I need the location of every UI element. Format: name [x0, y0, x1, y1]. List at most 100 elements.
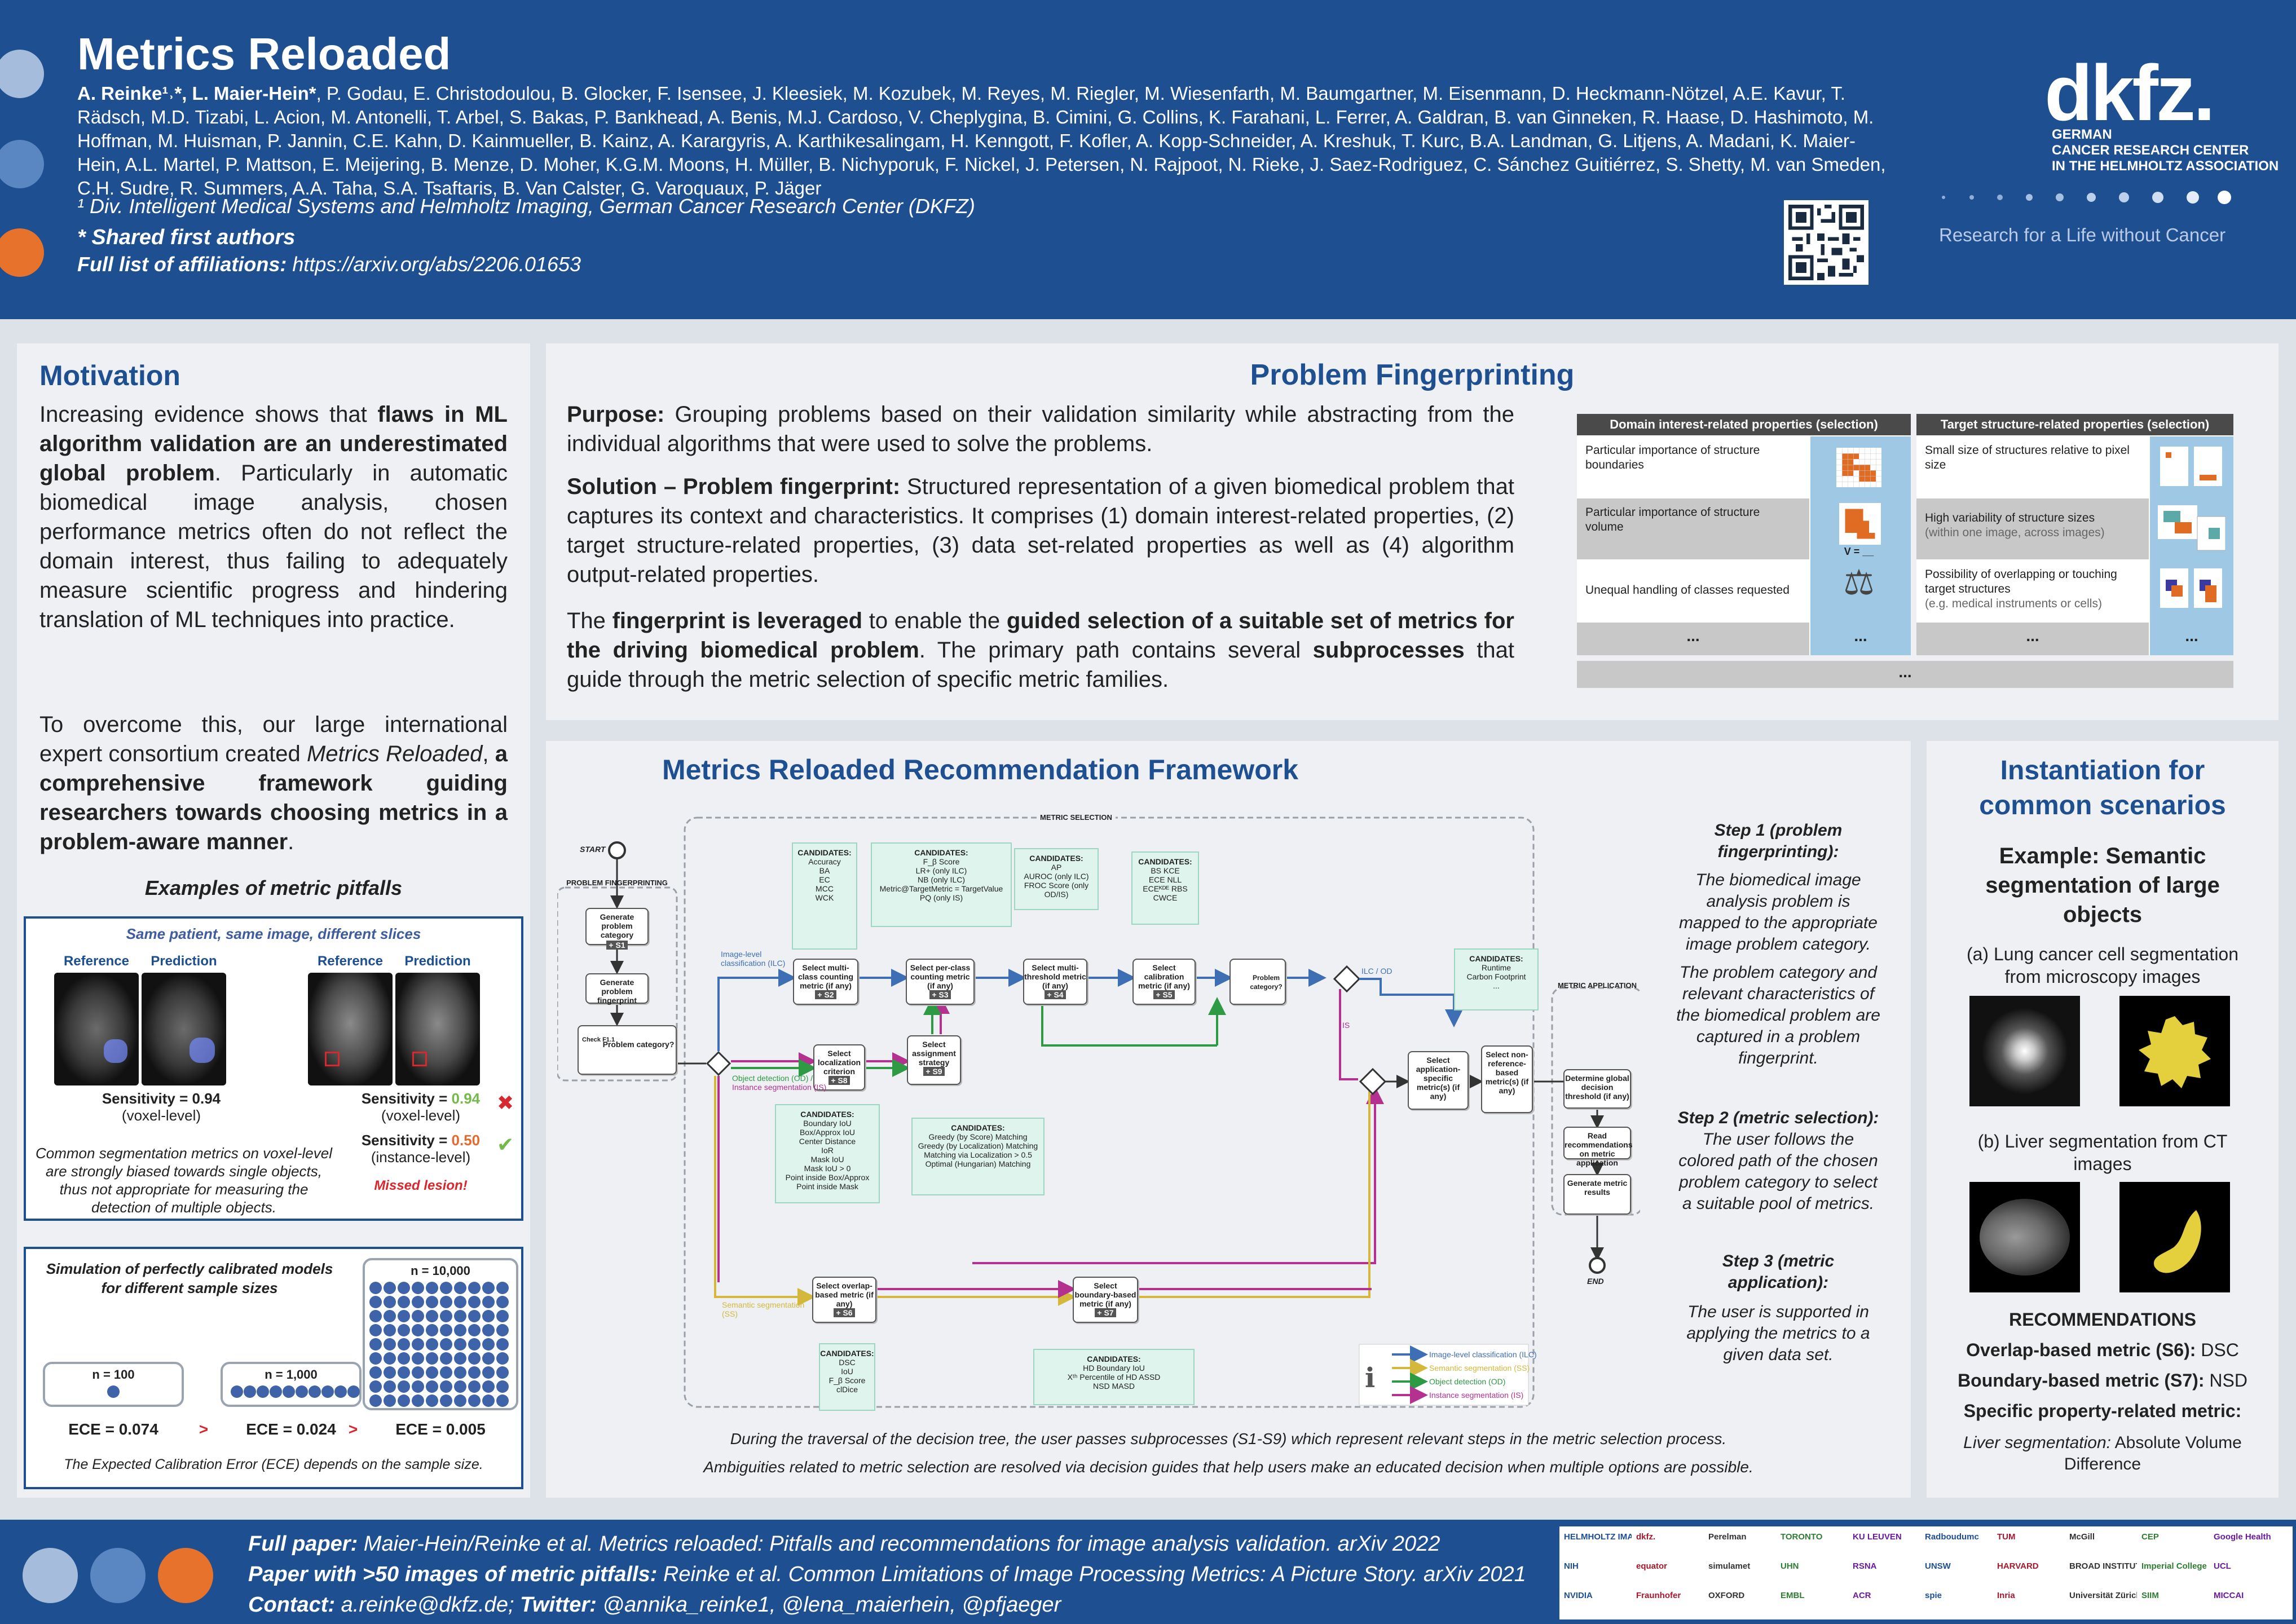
pitfall-calibration-sample-size: Simulation of perfectly calibrated model…: [24, 1247, 523, 1489]
edge-label-is-short: IS: [1342, 1021, 1350, 1030]
sample-size-100: n = 100: [92, 1367, 135, 1382]
partner-logo: RSNA: [1853, 1561, 1877, 1571]
s4-node[interactable]: Select multi-threshold metric (if any)+ …: [1023, 959, 1087, 1005]
sample-dot: [412, 1296, 424, 1308]
target-row-4: [1916, 623, 2149, 655]
sample-dots-1000: [231, 1385, 360, 1398]
sample-dot: [412, 1282, 424, 1294]
sample-dot: [482, 1296, 495, 1308]
generate-fingerprint-node[interactable]: Generate problem fingerprint: [585, 973, 649, 1005]
sensitivity-voxel-right: Sensitivity = 0.94: [361, 1090, 481, 1107]
edge-label-ss: Semantic segmentation (SS): [722, 1300, 805, 1318]
sensitivity-instance: Sensitivity = 0.50: [361, 1132, 481, 1149]
legend-box: [1359, 1344, 1529, 1406]
small-structure-icon: [2160, 447, 2222, 486]
sample-dot: [454, 1352, 466, 1365]
recommendation-boundary: Boundary-based metric (S7): NSD: [1958, 1370, 2247, 1391]
reference-label: Reference: [63, 954, 130, 969]
s5-node[interactable]: Select calibration metric (if any)+ S5: [1132, 959, 1196, 1005]
partner-logo: BROAD INSTITUTE: [2069, 1561, 2137, 1571]
sample-dot: [496, 1310, 509, 1322]
non-reference-node[interactable]: Select non-reference-based metric(s) (if…: [1481, 1045, 1533, 1113]
sample-dot: [468, 1338, 481, 1351]
partner-logo: MICCAI: [2214, 1591, 2244, 1600]
partner-logo: UNSW: [1925, 1561, 1951, 1571]
sample-dot: [426, 1380, 438, 1393]
problem-fingerprinting-box: [557, 886, 678, 1082]
legend-ss: Semantic segmentation (SS): [1429, 1363, 1530, 1373]
sample-dot: [454, 1282, 466, 1294]
sample-dot: [384, 1296, 396, 1308]
qr-code-icon[interactable]: [1784, 200, 1868, 285]
instance-level: (instance-level): [371, 1149, 471, 1166]
ece-100: ECE = 0.074: [68, 1420, 158, 1438]
decor-circle-mid: [90, 1548, 146, 1603]
contact-info[interactable]: Contact: a.reinke@dkfz.de; Twitter: @ann…: [248, 1593, 1061, 1617]
partner-logo: NIH: [1564, 1561, 1579, 1571]
sample-dot: [398, 1352, 410, 1365]
sample-box-100: n = 100: [43, 1362, 184, 1407]
candidates-s4: CANDIDATES:AP AUROC (only ILC) FROC Scor…: [1014, 848, 1099, 910]
brain-mri-prediction-1: [142, 973, 226, 1085]
s7-node[interactable]: Select boundary-based metric (if any)+ S…: [1073, 1277, 1138, 1323]
decor-circle-orange: [0, 228, 44, 277]
s6-node[interactable]: Select overlap-based metric (if any)+ S6: [812, 1277, 876, 1323]
sample-dot: [369, 1338, 382, 1351]
picture-story-reference[interactable]: Paper with >50 images of metric pitfalls…: [248, 1563, 1526, 1586]
s2-node[interactable]: Select multi-class counting metric (if a…: [793, 959, 858, 1005]
dkfz-tagline: Research for a Life without Cancer: [1939, 224, 2226, 245]
sample-box-1000: n = 1,000: [221, 1362, 362, 1407]
candidates-s5: CANDIDATES:BS KCE ECE NLL ECEᴷᴰᴱ RBS CWC…: [1131, 851, 1199, 925]
instantiation-panel: Instantiation for common scenarios Examp…: [1927, 741, 2279, 1498]
sample-dot: [384, 1380, 396, 1393]
sample-dot: [426, 1338, 438, 1351]
sample-dot: [384, 1338, 396, 1351]
s3-node[interactable]: Select per-class counting metric (if any…: [906, 959, 975, 1005]
partner-logo: Universität Zürich: [2069, 1591, 2137, 1600]
sample-dot: [482, 1352, 495, 1365]
sample-box-10000: n = 10,000: [363, 1258, 518, 1410]
sample-dot: [440, 1380, 452, 1393]
s9-node[interactable]: Select assignment strategy+ S9: [907, 1035, 961, 1085]
sample-dot: [412, 1324, 424, 1336]
partner-logo: dkfz.: [1636, 1532, 1656, 1542]
sample-dot: [468, 1296, 481, 1308]
partner-logo: EMBL: [1781, 1591, 1805, 1600]
pitfalls-title: Examples of metric pitfalls: [144, 876, 403, 899]
affiliations-link[interactable]: Full list of affiliations: https://arxiv…: [77, 253, 581, 276]
application-specific-node[interactable]: Select application-specific metric(s) (i…: [1408, 1051, 1469, 1110]
problem-category-node[interactable]: Problem category?: [578, 1025, 677, 1075]
missed-lesion-box: [412, 1052, 427, 1066]
sample-dot: [440, 1282, 452, 1294]
problem-category-check-node[interactable]: Problem category?: [1229, 959, 1286, 1005]
generate-category-node[interactable]: Generate problem category+ S1: [585, 908, 649, 950]
legend-od: Object detection (OD): [1429, 1377, 1506, 1386]
sample-dot: [369, 1394, 382, 1407]
partner-logo: ACR: [1853, 1591, 1871, 1600]
decision-threshold-node[interactable]: Determine global decision threshold (if …: [1563, 1069, 1631, 1109]
full-paper-reference[interactable]: Full paper: Maier-Hein/Reinke et al. Met…: [248, 1532, 1440, 1556]
sample-dot: [440, 1394, 452, 1407]
sensitivity-left: Sensitivity = 0.94: [102, 1090, 221, 1107]
sample-dot: [468, 1324, 481, 1336]
s8-node[interactable]: Select localization criterion+ S8: [813, 1044, 865, 1091]
partner-logo: Fraunhofer: [1636, 1591, 1681, 1600]
end-node: [1589, 1257, 1606, 1274]
candidates-s8: CANDIDATES:Boundary IoU Box/Approx IoU C…: [775, 1104, 880, 1203]
sample-dot: [412, 1394, 424, 1407]
legend-is: Instance segmentation (IS): [1429, 1391, 1524, 1400]
instantiation-example: Example: Semantic segmentation of large …: [1985, 844, 2220, 927]
read-recommendations-node[interactable]: Read recommendations on metric applicati…: [1563, 1127, 1633, 1167]
liver-label: (b) Liver segmentation from CT images: [1977, 1131, 2228, 1174]
poster-header: Metrics Reloaded A. Reinke¹˒*, L. Maier-…: [0, 0, 2296, 319]
recommendation-specific: Specific property-related metric:: [1963, 1401, 2242, 1421]
sample-dot: [468, 1282, 481, 1294]
partner-logo: Imperial College London: [2141, 1561, 2209, 1571]
domain-ellipsis-icon: ...: [1854, 627, 1867, 645]
generate-results-node[interactable]: Generate metric results: [1563, 1174, 1631, 1215]
shared-first-authors-note: * Shared first authors: [77, 226, 296, 249]
target-ellipsis-icon: ...: [2185, 627, 2198, 645]
lesion-mask: [190, 1038, 215, 1063]
volume-label: V = __: [1844, 546, 1874, 557]
sample-dot: [384, 1352, 396, 1365]
